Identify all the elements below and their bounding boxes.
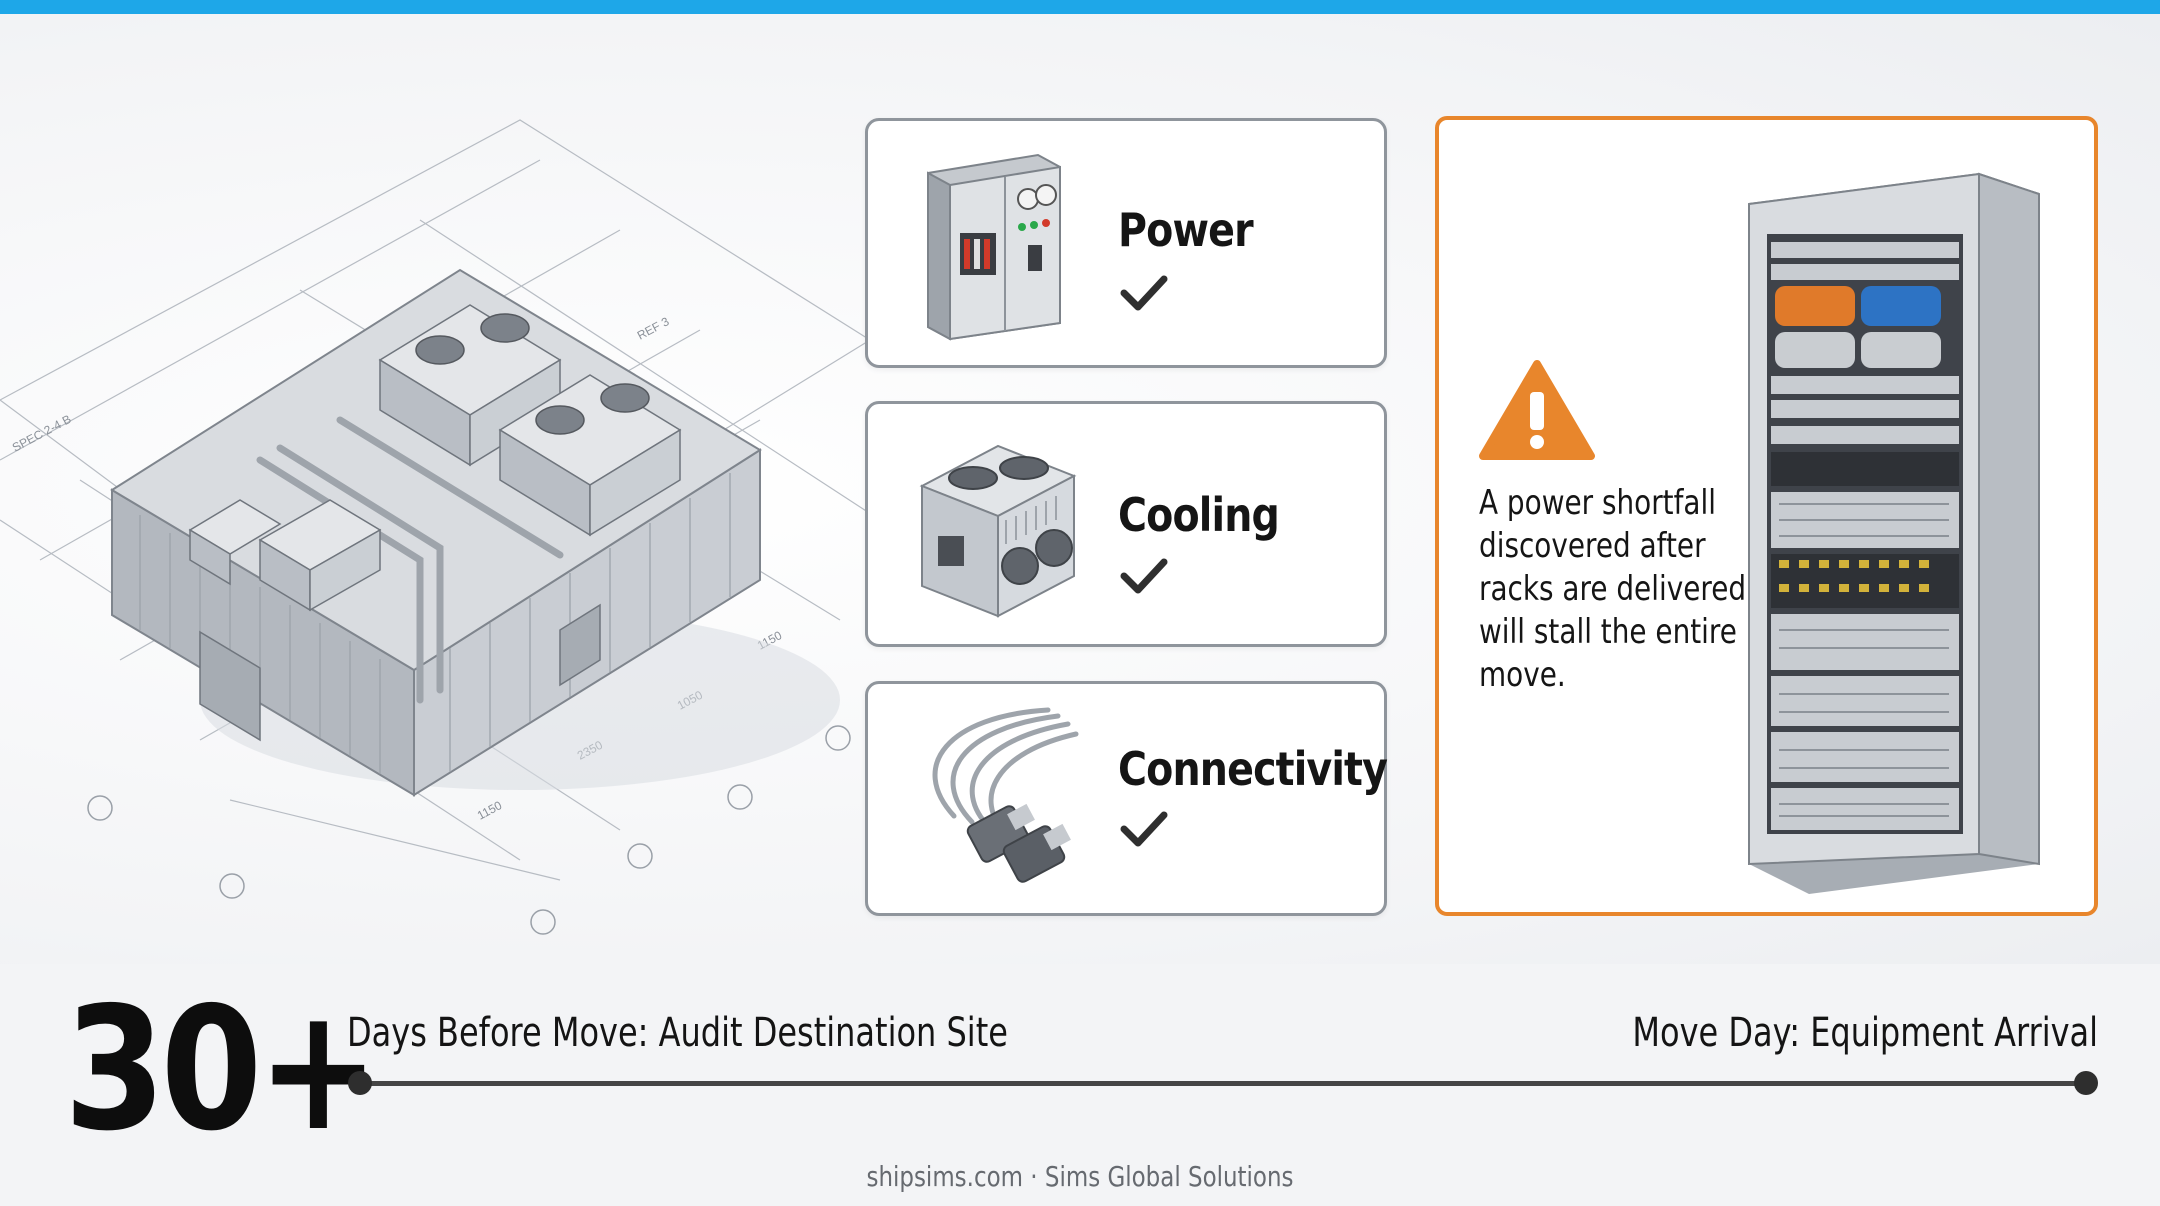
svg-text:REF 3: REF 3 bbox=[635, 314, 672, 342]
checklist-card-power: Power bbox=[865, 118, 1387, 368]
timeline-end-label: Move Day: Equipment Arrival bbox=[1632, 1010, 2098, 1056]
checklist-label-cooling: Cooling bbox=[1118, 488, 1280, 542]
svg-text:1150: 1150 bbox=[475, 798, 505, 823]
checklist-card-cooling: Cooling bbox=[865, 401, 1387, 647]
checklist-card-connectivity: Connectivity bbox=[865, 681, 1388, 916]
timeline-start-dot bbox=[348, 1071, 372, 1095]
fiber-cable-icon bbox=[932, 707, 1079, 883]
checkmark-icon bbox=[1120, 275, 1168, 311]
warning-panel: A power shortfall discovered after racks… bbox=[1435, 116, 2098, 916]
checklist-label-power: Power bbox=[1118, 203, 1254, 257]
checklist-label-connectivity: Connectivity bbox=[1118, 742, 1388, 796]
checkmark-icon bbox=[1120, 558, 1168, 594]
timeline-end-dot bbox=[2074, 1071, 2098, 1095]
cooling-unit-icon bbox=[919, 444, 1077, 618]
checkmark-icon bbox=[1120, 811, 1168, 847]
server-rack-illustration bbox=[1748, 172, 2040, 894]
electrical-panel-icon bbox=[927, 153, 1061, 341]
warning-message: A power shortfall discovered after racks… bbox=[1479, 483, 1747, 695]
days-count: 30+ bbox=[64, 971, 380, 1169]
timeline-start-label: Days Before Move: Audit Destination Site bbox=[347, 1010, 1008, 1056]
top-accent-bar bbox=[0, 0, 2160, 14]
footer-credit: shipsims.com · Sims Global Solutions bbox=[866, 1160, 1294, 1193]
timeline-line bbox=[360, 1081, 2086, 1086]
warning-triangle-icon bbox=[1479, 360, 1595, 460]
data-center-building-illustration: SPEC 2-4 B REF 3 1150 1050 2350 1150 bbox=[0, 119, 880, 935]
